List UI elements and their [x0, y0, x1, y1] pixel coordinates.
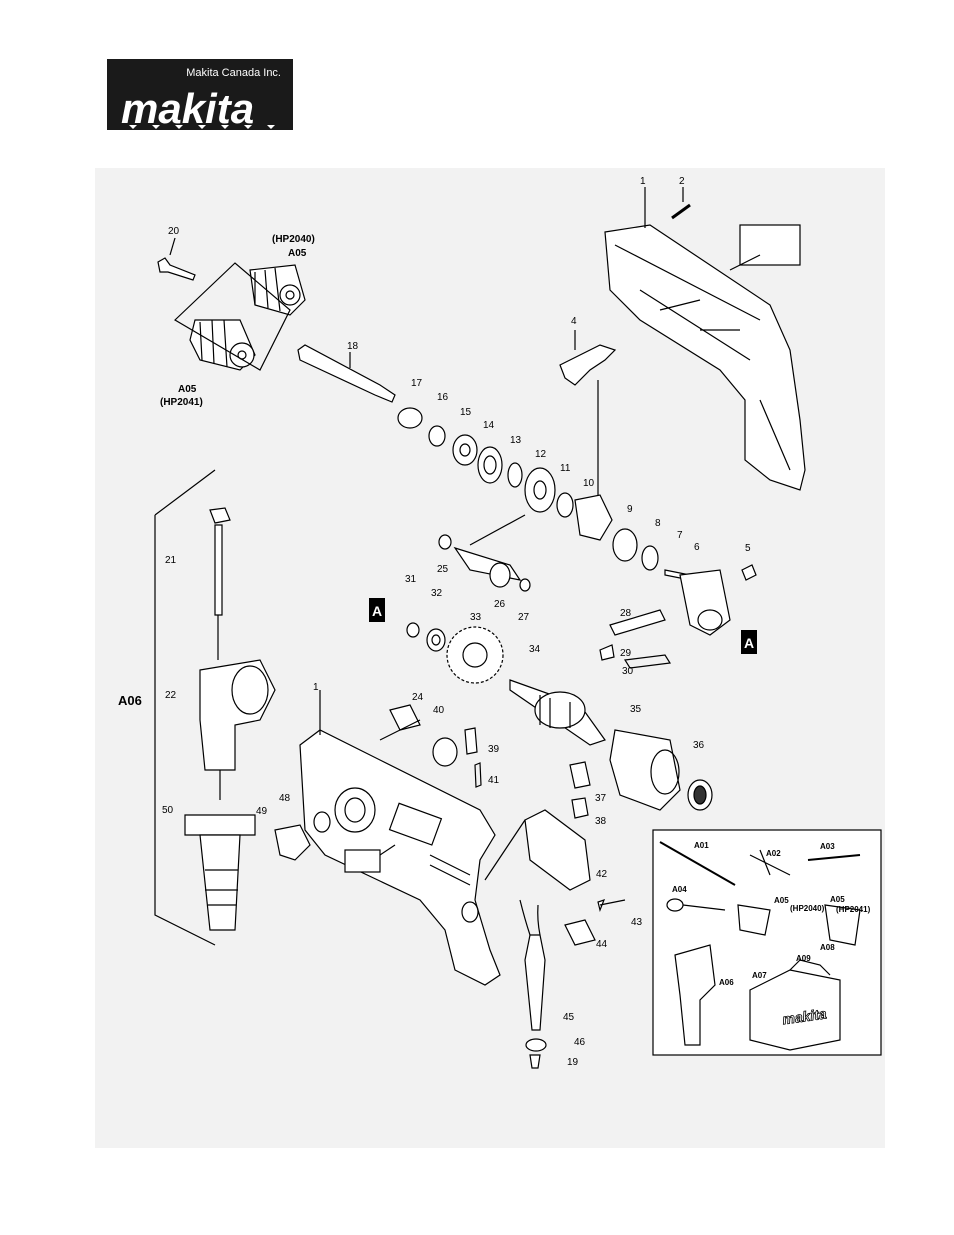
label-35: 35: [630, 704, 642, 715]
label-hp2040: (HP2040): [272, 234, 315, 245]
label-30: 30: [622, 666, 634, 677]
label-6: 6: [694, 542, 700, 553]
brand-text: makita: [121, 85, 254, 130]
label-32: 32: [431, 588, 443, 599]
brush-holder: [569, 761, 591, 819]
label-a07: A07: [752, 971, 767, 980]
label-9: 9: [627, 504, 633, 515]
label-46: 46: [574, 1037, 586, 1048]
label-34: 34: [529, 644, 541, 655]
chuck-hp2040: [249, 264, 306, 316]
label-10: 10: [583, 478, 595, 489]
label-a05-acc2: A05: [830, 895, 845, 904]
label-26: 26: [494, 599, 506, 610]
label-a09: A09: [796, 954, 811, 963]
part-labels: 1 2 4 5 6 7 8 9 10 11 12 13 14 15 16 17 …: [118, 176, 751, 1068]
label-hp2040-acc: (HP2040): [790, 904, 825, 913]
gear-assembly: [406, 622, 504, 684]
brand-wordmark: makita: [121, 85, 275, 130]
label-14: 14: [483, 420, 495, 431]
shaft-assembly: [438, 514, 531, 592]
company-name: Makita Canada Inc.: [186, 67, 281, 79]
label-33: 33: [470, 612, 482, 623]
power-cord: [519, 899, 547, 1069]
field-35: [609, 729, 713, 811]
label-11: 11: [560, 463, 571, 474]
clamp-43-44: [564, 899, 626, 946]
label-4: 4: [571, 316, 577, 327]
label-16: 16: [437, 392, 449, 403]
label-36: 36: [693, 740, 705, 751]
label-41: 41: [488, 775, 500, 786]
label-a04: A04: [672, 885, 687, 894]
label-25: 25: [437, 564, 449, 575]
label-45: 45: [563, 1012, 575, 1023]
label-15: 15: [460, 407, 472, 418]
spindle-components: [397, 407, 691, 581]
label-38: 38: [595, 816, 607, 827]
label-44: 44: [596, 939, 608, 950]
label-12: 12: [535, 449, 547, 460]
side-handle-group: [154, 469, 276, 946]
accessory-box: [652, 829, 882, 1056]
label-a01: A01: [694, 841, 709, 850]
marker-a-left: A: [369, 598, 385, 622]
screw-20: [157, 237, 196, 281]
chuck-bracket: [174, 262, 291, 371]
label-49: 49: [256, 806, 268, 817]
label-a05-acc1: A05: [774, 896, 789, 905]
label-a06-acc: A06: [719, 978, 734, 987]
switch-parts: [379, 704, 482, 788]
label-hp2041-acc: (HP2041): [836, 905, 871, 914]
label-8: 8: [655, 518, 661, 529]
spindle-18: [297, 344, 396, 403]
label-37: 37: [595, 793, 607, 804]
housing-half-lower: [299, 690, 501, 986]
label-a06-group: A06: [118, 693, 142, 708]
label-hp2041: (HP2041): [160, 397, 203, 408]
label-a03: A03: [820, 842, 835, 851]
bracket-4: [559, 330, 617, 505]
armature-34: [509, 679, 606, 746]
label-17: 17: [411, 378, 423, 389]
marker-a-right: A: [741, 630, 757, 654]
label-1-lower: 1: [313, 682, 319, 693]
label-a05-top: A05: [288, 248, 307, 259]
label-39: 39: [488, 744, 500, 755]
label-28: 28: [620, 608, 632, 619]
switch-42: [484, 809, 591, 891]
label-2: 2: [679, 176, 685, 187]
label-27: 27: [518, 612, 530, 623]
label-a02: A02: [766, 849, 781, 858]
brush-caps: [274, 811, 331, 861]
label-31: 31: [405, 574, 417, 585]
housing-half-upper: [604, 187, 806, 491]
marker-a-right-text: A: [744, 635, 754, 651]
accessory-labels: A01 A02 A03 A04 A05 (HP2040) A05 (HP2041…: [672, 841, 871, 1028]
label-19: 19: [567, 1057, 579, 1068]
label-5: 5: [745, 543, 751, 554]
lever-assembly: [599, 564, 757, 669]
label-7: 7: [677, 530, 683, 541]
label-1: 1: [640, 176, 646, 187]
label-24: 24: [412, 692, 424, 703]
label-40: 40: [433, 705, 445, 716]
marker-a-left-text: A: [372, 603, 382, 619]
label-42: 42: [596, 869, 608, 880]
label-a08: A08: [820, 943, 835, 952]
label-13: 13: [510, 435, 522, 446]
label-a05-bottom: A05: [178, 384, 197, 395]
label-22: 22: [165, 690, 177, 701]
label-20: 20: [168, 226, 180, 237]
label-18: 18: [347, 341, 359, 352]
label-21: 21: [165, 555, 177, 566]
chuck-hp2041: [189, 319, 256, 371]
label-29: 29: [620, 648, 632, 659]
case-logo: makita: [781, 1005, 827, 1027]
label-50: 50: [162, 805, 174, 816]
makita-logo: Makita Canada Inc. makita: [107, 59, 293, 130]
label-48: 48: [279, 793, 291, 804]
label-43: 43: [631, 917, 643, 928]
